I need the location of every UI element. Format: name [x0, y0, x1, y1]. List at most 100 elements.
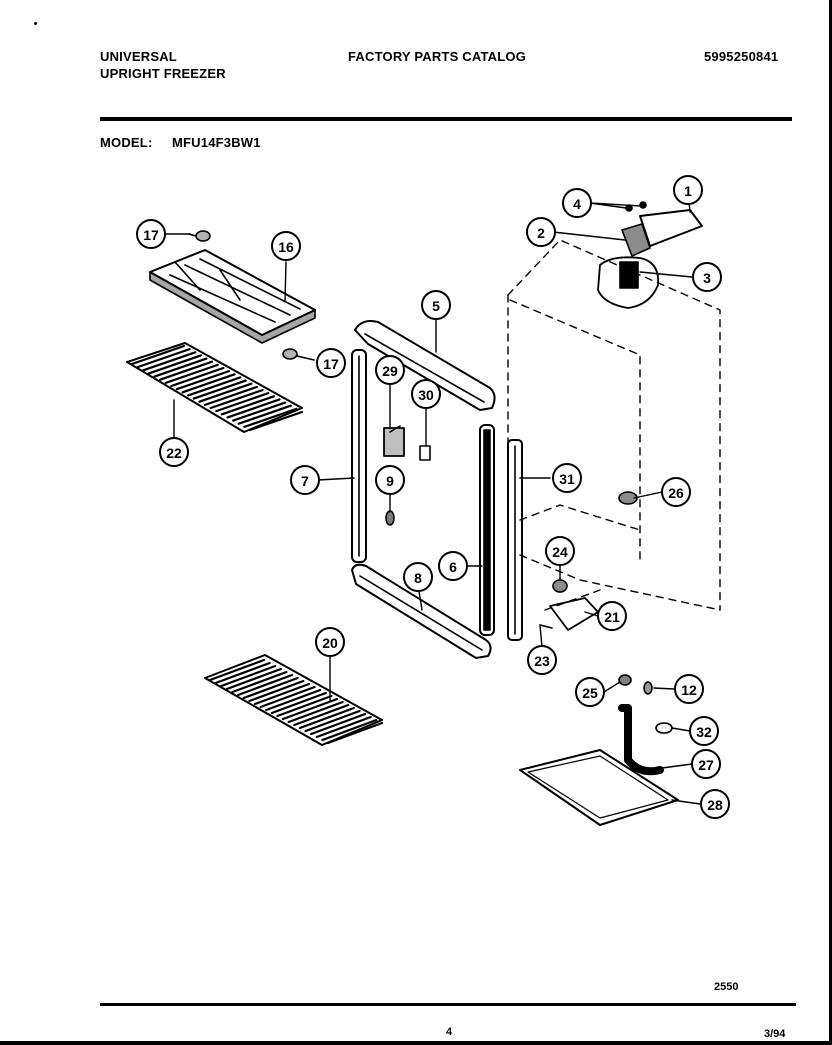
- callout-circle: [661, 477, 691, 507]
- header-rule: [100, 117, 792, 121]
- part-8-bottom-gasket: [351, 563, 492, 659]
- shelf-wire: [153, 357, 208, 378]
- callout-number: 31: [559, 471, 575, 487]
- callout-circle: [403, 562, 433, 592]
- callout-circle: [552, 463, 582, 493]
- callout-number: 27: [698, 757, 714, 773]
- footer-rule: [100, 1003, 796, 1006]
- shelf-wire: [287, 700, 344, 724]
- callout-circle: [159, 437, 189, 467]
- callout-number: 8: [414, 570, 422, 586]
- shelf-wire: [298, 706, 356, 730]
- callout-number: 1: [684, 183, 692, 199]
- scan-border-right: [829, 0, 832, 1045]
- shelf-wire: [265, 688, 322, 712]
- callout-number: 17: [143, 227, 159, 243]
- hinge-assembly: [597, 201, 703, 309]
- callout-circle: [375, 355, 405, 385]
- shelf-wire: [243, 407, 298, 428]
- shelf-wire: [242, 676, 299, 700]
- part-25-screw: [618, 674, 632, 686]
- shelf-wire: [321, 718, 378, 742]
- shelf-wire: [326, 721, 384, 745]
- shelf-wire: [225, 667, 282, 691]
- callout-5: 5: [421, 290, 451, 320]
- part-9-screw: [385, 510, 395, 526]
- callout-number: 21: [604, 609, 620, 625]
- shelf-wire: [181, 373, 236, 394]
- callout-23: 29: [375, 355, 405, 385]
- callout-24: 30: [411, 379, 441, 409]
- callout-7: 7: [290, 465, 320, 495]
- shelf-wire: [164, 363, 219, 384]
- shelf-wire: [187, 376, 242, 397]
- callout-circle: [562, 188, 592, 218]
- callout-number: 22: [166, 445, 182, 461]
- shelf-wire: [203, 385, 259, 406]
- callout-circle: [691, 749, 721, 779]
- callout-circle: [526, 217, 556, 247]
- callout-number: 2: [537, 225, 545, 241]
- part-24-bracket: [552, 579, 568, 593]
- callout-2: 2: [526, 217, 556, 247]
- shelf-wire: [236, 673, 294, 697]
- shelf-wire: [270, 691, 327, 715]
- shelf-wire: [304, 709, 361, 733]
- callout-17: 23: [527, 645, 557, 675]
- shelf-wire: [231, 670, 288, 694]
- part-30-clip: [419, 445, 431, 461]
- callout-circle: [673, 175, 703, 205]
- callout-number: 4: [573, 196, 581, 212]
- shelf-wire: [215, 392, 270, 413]
- callout-13: 17: [316, 348, 346, 378]
- shelf-wire: [147, 354, 202, 375]
- callout-number: 28: [707, 797, 723, 813]
- callout-circle: [375, 465, 405, 495]
- scan-speck: [34, 22, 37, 25]
- part-17-screw-mid: [282, 348, 315, 361]
- callout-number: 25: [582, 685, 598, 701]
- callout-14: 20: [315, 627, 345, 657]
- part-29-switch: [383, 425, 405, 457]
- callout-circle: [438, 551, 468, 581]
- shelf-wire: [293, 703, 350, 727]
- part-22-wire-shelf: [126, 342, 304, 433]
- shelf-wire: [220, 395, 276, 416]
- shelf-wire: [175, 370, 231, 391]
- date-code: 3/94: [764, 1028, 786, 1040]
- part-32-clamp: [655, 722, 673, 734]
- shelf-wire: [248, 410, 304, 432]
- callout-circle: [290, 465, 320, 495]
- callout-circle: [545, 536, 575, 566]
- callout-circle: [527, 645, 557, 675]
- callout-25: 31: [552, 463, 582, 493]
- callout-circle: [411, 379, 441, 409]
- shelf-wire: [208, 658, 266, 682]
- callout-circle: [271, 231, 301, 261]
- callout-circle: [700, 789, 730, 819]
- callout-21: 27: [691, 749, 721, 779]
- model-number: MFU14F3BW1: [172, 135, 261, 150]
- callout-circle: [689, 716, 719, 746]
- part-27-drain-tube: [618, 704, 664, 776]
- callout-11: 16: [271, 231, 301, 261]
- callout-15: 21: [597, 601, 627, 631]
- shelf-wire: [310, 712, 367, 736]
- part-16-shelf-cover: [149, 249, 316, 344]
- callout-8: 8: [403, 562, 433, 592]
- callout-number: 3: [703, 270, 711, 286]
- callout-number: 7: [301, 473, 309, 489]
- shelf-wire: [142, 351, 197, 372]
- part-20-wire-shelf: [204, 654, 384, 746]
- shelf-wire: [281, 697, 339, 721]
- shelf-wire: [226, 398, 281, 419]
- leader-lines: [164, 189, 701, 805]
- callout-number: 6: [449, 559, 457, 575]
- shelf-wire: [192, 379, 247, 400]
- shelf-wire: [198, 382, 253, 403]
- callout-number: 5: [432, 298, 440, 314]
- callout-number: 24: [552, 544, 568, 560]
- cabinet-outline: [507, 239, 721, 611]
